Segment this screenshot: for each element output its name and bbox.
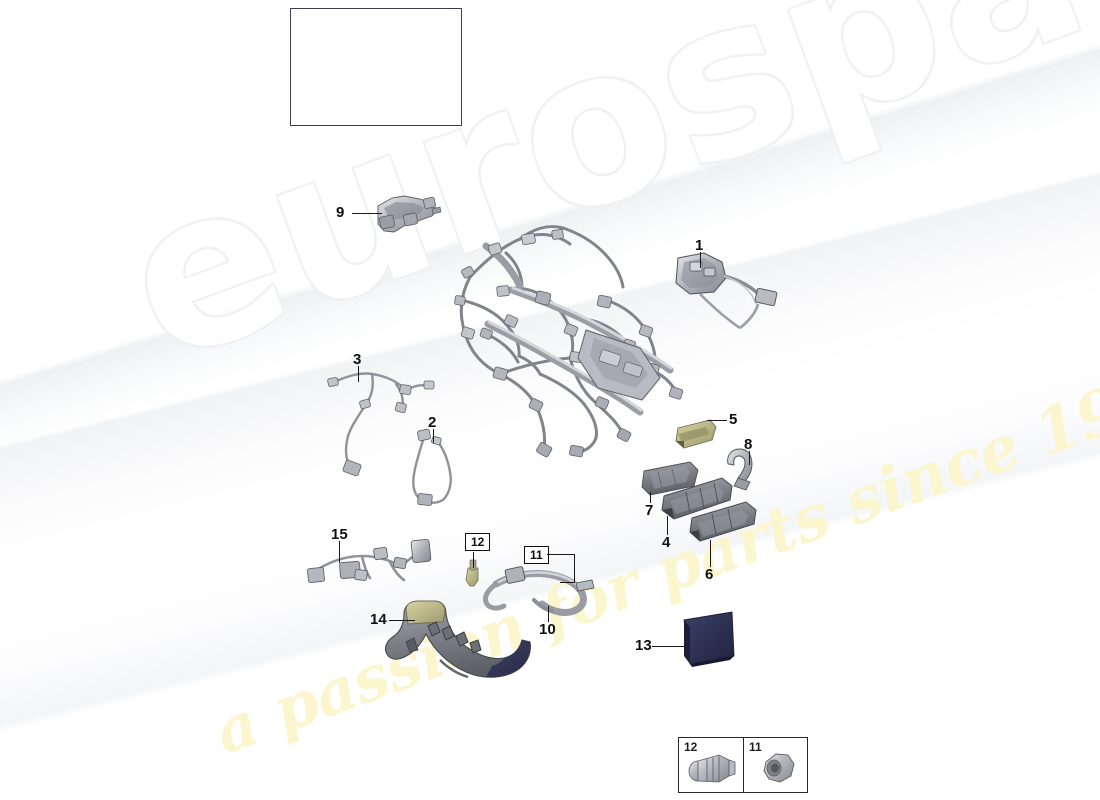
leader-12 xyxy=(473,552,475,568)
part-9-art xyxy=(377,195,442,233)
leader-13 xyxy=(652,646,684,648)
leader-11-h2 xyxy=(560,582,575,584)
nut-detail-icon xyxy=(763,753,795,783)
watermark-brand-text: eurospares xyxy=(95,0,1100,411)
leader-14 xyxy=(389,620,415,622)
leader-2 xyxy=(433,429,435,443)
part-12-inline-art xyxy=(465,559,479,587)
part-2-art xyxy=(412,435,452,504)
callout-10[interactable]: 10 xyxy=(539,621,556,638)
callout-14[interactable]: 14 xyxy=(370,611,387,628)
main-harness-art xyxy=(458,225,678,454)
callout-2[interactable]: 2 xyxy=(428,414,437,431)
harness-central-module xyxy=(577,329,661,401)
part-6-art xyxy=(689,501,757,542)
callout-6[interactable]: 6 xyxy=(705,566,714,583)
bolt-detail-icon xyxy=(688,754,736,783)
callout-12-boxed[interactable]: 12 xyxy=(465,533,491,551)
vehicle-thumbnail-box xyxy=(290,8,462,126)
callout-3[interactable]: 3 xyxy=(353,351,362,368)
callout-4[interactable]: 4 xyxy=(662,534,671,551)
watermark-swoosh-secondary xyxy=(0,40,1100,800)
leader-11-v xyxy=(574,554,576,582)
part-15-art xyxy=(318,544,426,582)
part-4-art xyxy=(661,477,733,520)
leader-1 xyxy=(700,252,702,268)
part-10-art xyxy=(483,566,595,616)
part-15-connectors xyxy=(307,538,432,584)
watermark-swoosh xyxy=(0,78,1100,800)
part-3-connectors xyxy=(327,377,435,477)
callout-11-boxed[interactable]: 11 xyxy=(524,546,549,564)
fastener-legend: 12 11 xyxy=(678,737,808,793)
callout-15[interactable]: 15 xyxy=(331,526,348,543)
leader-11-h1 xyxy=(547,554,575,556)
callout-1[interactable]: 1 xyxy=(695,237,704,254)
callout-5[interactable]: 5 xyxy=(729,411,738,428)
legend-cell-12[interactable]: 12 xyxy=(679,738,743,792)
main-harness-thick-trunk xyxy=(482,242,674,416)
part-2-connectors xyxy=(417,428,442,506)
part-14-art xyxy=(384,600,531,679)
part-1-art xyxy=(675,252,778,330)
leader-9 xyxy=(352,213,382,215)
callout-7[interactable]: 7 xyxy=(645,502,654,519)
legend-number-11: 11 xyxy=(749,740,762,754)
part-5-art xyxy=(675,419,717,449)
leader-3 xyxy=(358,366,360,382)
leader-7 xyxy=(650,492,652,503)
leader-5 xyxy=(707,420,727,422)
leader-10 xyxy=(548,606,550,622)
part-3-art xyxy=(332,372,430,468)
callout-8[interactable]: 8 xyxy=(744,436,753,453)
part-13-art xyxy=(683,611,735,667)
leader-6 xyxy=(710,540,712,567)
harness-connectors xyxy=(454,229,684,458)
callout-9[interactable]: 9 xyxy=(336,204,345,221)
leader-15 xyxy=(339,541,341,563)
legend-cell-11[interactable]: 11 xyxy=(743,738,807,792)
leader-4 xyxy=(667,516,669,535)
main-harness-trunk-highlight xyxy=(487,286,673,412)
leader-8 xyxy=(749,451,751,465)
part-7-art xyxy=(641,461,699,496)
legend-number-12: 12 xyxy=(684,740,698,754)
callout-13[interactable]: 13 xyxy=(635,637,652,654)
